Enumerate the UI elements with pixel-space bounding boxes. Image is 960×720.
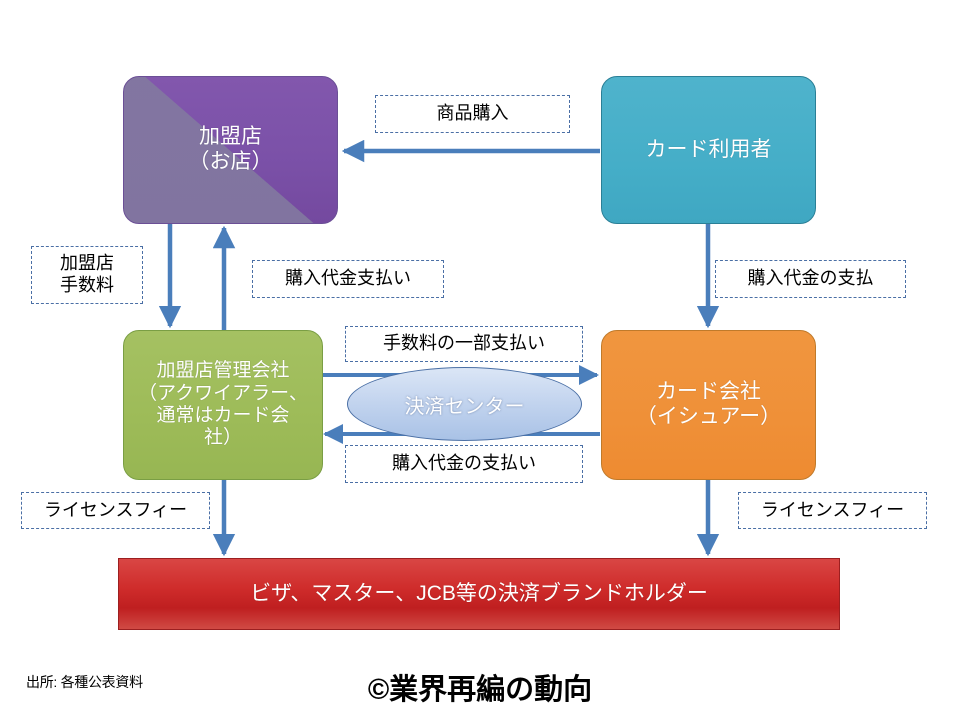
- node-clearing-center[interactable]: 決済センター: [347, 367, 582, 441]
- copyright-title: ©業界再編の動向: [367, 674, 593, 706]
- annotation-payment-to-merchant: 購入代金支払い: [252, 260, 444, 298]
- annotation-purchase-payment: 購入代金の支払: [715, 260, 906, 298]
- annotation-purchase-payment-label: 購入代金の支払: [747, 268, 874, 289]
- annotation-fee-share-label: 手数料の一部支払い: [383, 333, 545, 354]
- annotation-license-fee-left: ライセンスフィー: [21, 492, 210, 529]
- node-clearing-center-label: 決済センター: [404, 395, 525, 418]
- source-note: 出所: 各種公表資料: [26, 674, 143, 690]
- node-issuer-label: カード会社（イシュアー）: [635, 380, 782, 428]
- annotation-fee-share: 手数料の一部支払い: [345, 326, 583, 362]
- node-merchant-label: 加盟店（お店）: [188, 125, 273, 173]
- annotation-license-fee-right-label: ライセンスフィー: [760, 499, 905, 520]
- annotation-payment-to-merchant-label: 購入代金支払い: [285, 268, 411, 289]
- annotation-purchase: 商品購入: [375, 95, 570, 133]
- node-acquirer[interactable]: 加盟店管理会社（アクワイアラー、通常はカード会社）: [123, 330, 323, 480]
- annotation-license-fee-left-label: ライセンスフィー: [43, 499, 188, 520]
- annotation-purchase-payment-2-label: 購入代金の支払い: [392, 453, 536, 474]
- annotation-purchase-label: 商品購入: [436, 103, 509, 124]
- annotation-merchant-fee-label: 加盟店手数料: [60, 253, 114, 295]
- node-cardholder-label: カード利用者: [645, 137, 772, 161]
- annotation-license-fee-right: ライセンスフィー: [738, 492, 927, 529]
- node-brand-holder[interactable]: ビザ、マスター、JCB等の決済ブランドホルダー: [118, 558, 840, 630]
- node-brand-holder-label: ビザ、マスター、JCB等の決済ブランドホルダー: [250, 581, 708, 605]
- node-acquirer-label: 加盟店管理会社（アクワイアラー、通常はカード会社）: [138, 360, 308, 449]
- annotation-merchant-fee: 加盟店手数料: [31, 246, 143, 304]
- annotation-purchase-payment-2: 購入代金の支払い: [345, 445, 583, 483]
- node-cardholder[interactable]: カード利用者: [601, 76, 816, 224]
- node-issuer[interactable]: カード会社（イシュアー）: [601, 330, 816, 480]
- node-merchant[interactable]: 加盟店（お店）: [123, 76, 338, 224]
